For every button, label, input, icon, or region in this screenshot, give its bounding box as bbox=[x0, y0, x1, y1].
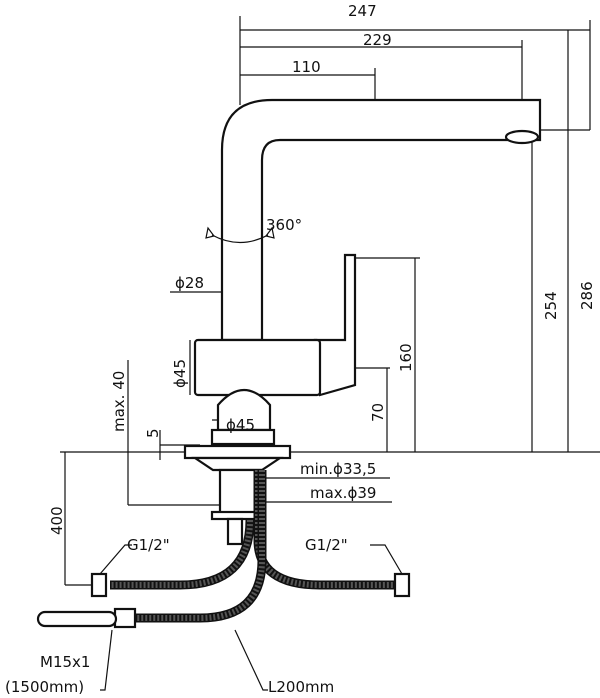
dim-max-deck: max. 40 bbox=[110, 371, 128, 432]
dim-254: 254 bbox=[542, 291, 560, 320]
hoses bbox=[36, 470, 411, 629]
hole-min-label: min.ϕ33,5 bbox=[300, 460, 376, 478]
dim-247: 247 bbox=[348, 2, 377, 20]
dim-pipe-diameter: ϕ28 bbox=[175, 274, 204, 292]
dim-229: 229 bbox=[363, 31, 392, 49]
dim-160: 160 bbox=[397, 343, 415, 372]
hole-max-label: max.ϕ39 bbox=[310, 484, 376, 502]
dim-base-diameter: ϕ45 bbox=[226, 416, 255, 434]
dimension-lines bbox=[60, 16, 600, 586]
right-nut bbox=[393, 572, 411, 598]
dim-400: 400 bbox=[48, 506, 66, 535]
shower-length-label: (1500mm) bbox=[5, 678, 84, 696]
dim-70: 70 bbox=[369, 403, 387, 422]
dim-286: 286 bbox=[578, 281, 596, 310]
left-nut bbox=[90, 572, 108, 598]
dim-deck-gap: 5 bbox=[144, 428, 162, 438]
dim-110: 110 bbox=[292, 58, 321, 76]
shower-thread-label: M15x1 bbox=[40, 653, 90, 671]
right-thread-label: G1/2" bbox=[305, 536, 348, 554]
hose-length-label: L200mm bbox=[268, 678, 334, 696]
rotation-label: 360° bbox=[266, 216, 302, 234]
dim-body-diameter: ϕ45 bbox=[171, 359, 189, 388]
left-thread-label: G1/2" bbox=[127, 536, 170, 554]
leader-lines bbox=[99, 544, 403, 691]
